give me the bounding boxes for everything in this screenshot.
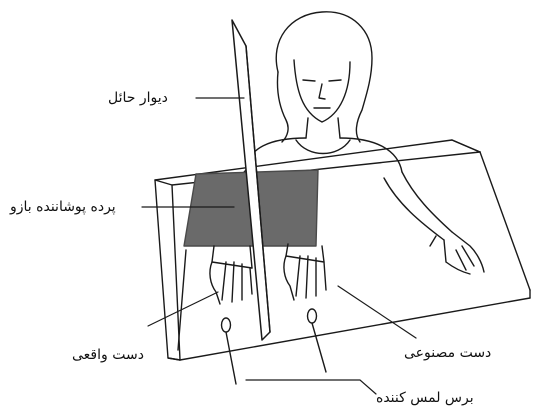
label-real-hand: دست واقعی	[72, 347, 144, 363]
arm-right-inner	[384, 178, 444, 240]
woman-visible-hand	[430, 232, 484, 274]
shirt-right	[340, 138, 402, 172]
leader-real-hand	[148, 292, 218, 326]
box-bottom-back	[168, 358, 180, 360]
label-arm-cover: پرده پوشاننده بازو	[10, 199, 116, 215]
label-touching-brush: برس لمس کننده	[376, 390, 474, 406]
hair	[276, 12, 372, 142]
arm-right-outer	[402, 172, 452, 232]
nose	[319, 84, 325, 99]
hair-left-edge	[277, 72, 288, 142]
box-right-back	[480, 152, 530, 290]
eye-right	[329, 80, 341, 81]
leader-brush	[246, 380, 376, 394]
box-right-edge	[452, 140, 480, 152]
neckline	[296, 140, 350, 154]
rubber-hand	[284, 244, 326, 300]
eye-left	[303, 80, 315, 81]
face	[294, 60, 350, 122]
label-partition-wall: دیوار حائل	[108, 90, 168, 106]
box-inner-floor-line	[178, 250, 186, 350]
real-hand	[210, 246, 252, 304]
label-fake-hand: دست مصنوعی	[404, 345, 491, 361]
brush-right	[308, 309, 327, 372]
